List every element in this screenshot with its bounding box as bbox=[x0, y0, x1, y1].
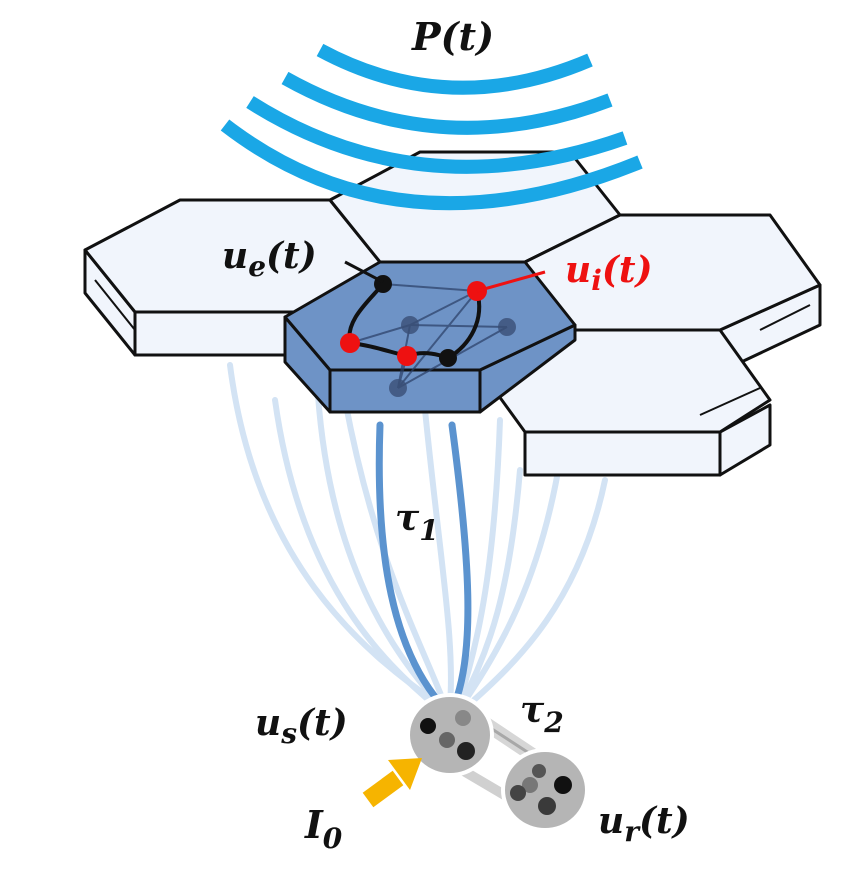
sphere-s bbox=[406, 693, 494, 777]
hidden-node-3 bbox=[389, 379, 407, 397]
inhibitory-node-2 bbox=[397, 346, 417, 366]
label-ur: ur(t) bbox=[598, 800, 690, 848]
label-us: us(t) bbox=[255, 702, 348, 750]
input-arrow bbox=[362, 758, 422, 808]
label-tau1: τ1 bbox=[395, 497, 439, 547]
local-network bbox=[340, 275, 516, 397]
main-fibers bbox=[375, 421, 472, 707]
faint-fibers bbox=[227, 362, 608, 711]
input-wave bbox=[220, 43, 643, 211]
hidden-node-2 bbox=[498, 318, 516, 336]
ue-leader-line bbox=[344, 260, 384, 284]
sphere-r bbox=[501, 748, 589, 832]
label-ui: ui(t) bbox=[565, 249, 653, 297]
label-P: P(t) bbox=[411, 14, 494, 59]
hidden-node-1 bbox=[401, 316, 419, 334]
label-I0: I0 bbox=[304, 802, 343, 855]
label-ue: ue(t) bbox=[222, 235, 317, 283]
inhibitory-node-1 bbox=[340, 333, 360, 353]
ui-leader-line bbox=[476, 270, 546, 293]
label-tau2: τ2 bbox=[520, 689, 564, 739]
excitatory-node-2 bbox=[439, 349, 457, 367]
